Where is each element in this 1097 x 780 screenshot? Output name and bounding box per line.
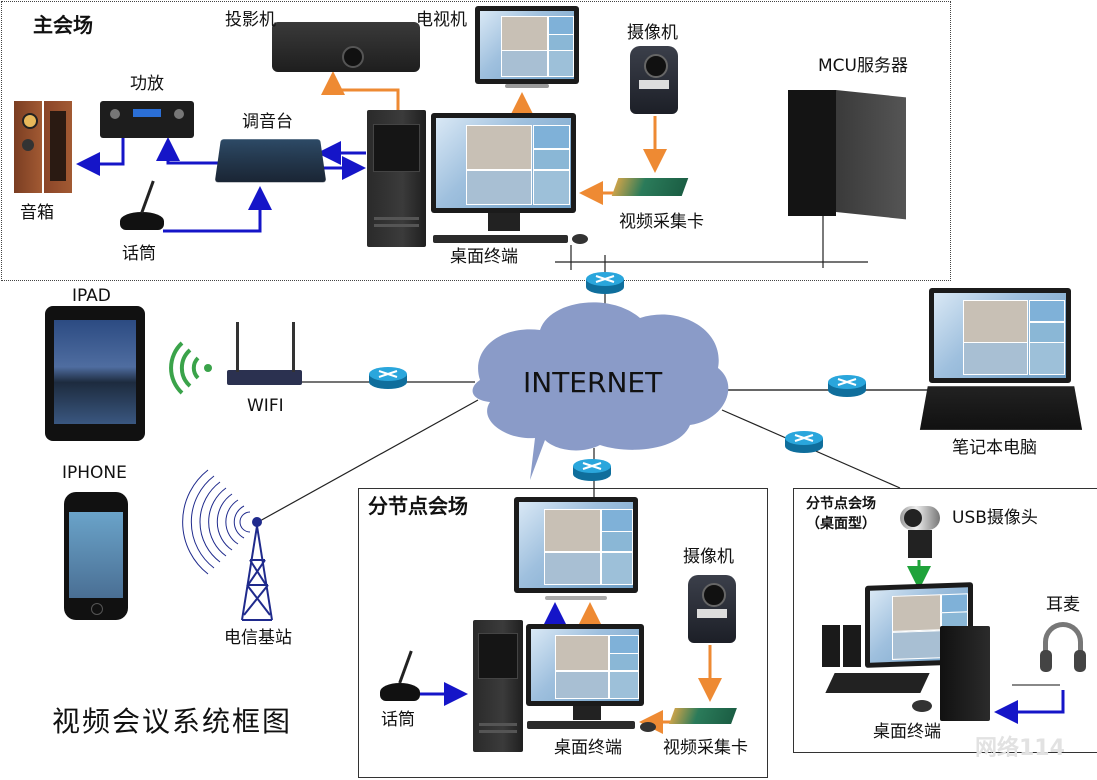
iphone-device — [64, 492, 128, 620]
main-terminal-label: 桌面终端 — [450, 247, 518, 267]
branch-venue-title: 分节点会场 — [368, 494, 468, 518]
main-mouse — [572, 234, 588, 244]
branch-terminal-label: 桌面终端 — [554, 738, 622, 758]
iphone-label: IPHONE — [62, 463, 127, 483]
branch-tv-stand — [545, 596, 607, 600]
speakers-label: 音箱 — [20, 203, 54, 223]
headset-ear-left — [1040, 650, 1052, 672]
branch-terminal-monitor — [526, 624, 644, 706]
desktop-speaker-right — [843, 625, 861, 667]
main-keyboard — [433, 235, 568, 243]
wifi-label: WIFI — [247, 396, 284, 416]
main-pc-tower — [367, 110, 426, 247]
links-desktop — [907, 560, 1065, 724]
laptop-keyboard — [919, 386, 1083, 430]
router-icon — [785, 431, 823, 453]
branch-microphone-device — [380, 683, 420, 701]
ptz-camera-device — [630, 46, 678, 114]
diagram-title: 视频会议系统框图 — [52, 705, 293, 738]
ipad-label: IPAD — [72, 286, 111, 306]
wifi-router-device — [227, 370, 302, 385]
headset-ear-right — [1074, 650, 1086, 672]
headset-device — [1043, 622, 1083, 664]
projector-lens-icon — [342, 46, 364, 68]
internet-label: INTERNET — [523, 366, 663, 399]
base-station-label: 电信基站 — [224, 628, 292, 648]
microphone-label: 话筒 — [122, 244, 156, 264]
main-venue-zone — [1, 1, 951, 281]
mixer-device — [214, 139, 327, 183]
speaker-left-device — [14, 101, 42, 193]
speaker-right-device — [44, 101, 72, 193]
branch-keyboard — [527, 721, 635, 729]
internet-cloud — [472, 302, 729, 480]
desktop-venue-title: 分节点会场 — [806, 496, 876, 512]
desktop-mouse — [912, 700, 932, 712]
branch-mouse — [640, 722, 656, 732]
audio-links-main — [76, 137, 366, 233]
usb-camera-label: USB摄像头 — [952, 508, 1038, 528]
main-capture-card-label: 视频采集卡 — [619, 212, 704, 232]
watermark: 网络114 — [975, 736, 1065, 761]
wifi-antenna-left — [236, 322, 239, 372]
mcu-label: MCU服务器 — [818, 56, 908, 76]
branch-tv-device — [514, 497, 638, 593]
microphone-device — [120, 212, 164, 230]
wifi-signal-icon — [169, 341, 212, 395]
camera-label: 摄像机 — [627, 23, 678, 43]
tv-device — [475, 6, 579, 84]
tv-stand — [505, 84, 549, 88]
desktop-keyboard — [825, 673, 930, 693]
main-monitor-stand — [488, 213, 520, 231]
branch-camera-label: 摄像机 — [683, 547, 734, 567]
mixer-label: 调音台 — [242, 112, 293, 132]
amplifier-device — [100, 101, 194, 138]
laptop-screen — [929, 288, 1071, 383]
main-venue-title: 主会场 — [33, 13, 93, 37]
base-station-icon — [182, 469, 273, 621]
branch-capture-card-label: 视频采集卡 — [663, 738, 748, 758]
desktop-speaker-left — [822, 625, 840, 667]
branch-ptz-camera-device — [688, 575, 736, 643]
wifi-antenna-right — [292, 322, 295, 372]
main-capture-card-device — [611, 178, 689, 196]
branch-venue-zone — [358, 488, 768, 778]
branch-microphone-label: 话筒 — [381, 710, 415, 730]
desktop-terminal-label: 桌面终端 — [873, 722, 941, 742]
ipad-device — [45, 306, 145, 441]
router-icon — [586, 272, 624, 294]
desktop-pc-tower — [940, 626, 990, 721]
router-icon — [828, 375, 866, 397]
base-station-to-internet — [257, 399, 479, 523]
tv-label: 电视机 — [416, 10, 467, 30]
usb-camera-device — [900, 506, 940, 530]
routers — [369, 272, 866, 481]
main-terminal-monitor — [431, 113, 576, 213]
usb-camera-mount — [908, 530, 932, 558]
router-icon — [369, 367, 407, 389]
mcu-server-device — [788, 90, 906, 220]
headset-boom-mic — [1012, 684, 1060, 686]
branch-pc-tower — [473, 620, 523, 752]
amplifier-label: 功放 — [130, 74, 164, 94]
laptop-label: 笔记本电脑 — [952, 438, 1037, 458]
desktop-venue-subtitle: （桌面型） — [806, 516, 876, 532]
headset-label: 耳麦 — [1046, 595, 1080, 615]
branch-capture-card-device — [669, 708, 737, 724]
router-icon — [573, 459, 611, 481]
projector-device — [272, 22, 420, 72]
branch-monitor-stand — [573, 706, 601, 720]
projector-label: 投影机 — [225, 10, 276, 30]
desktop-venue-zone — [793, 488, 1097, 753]
